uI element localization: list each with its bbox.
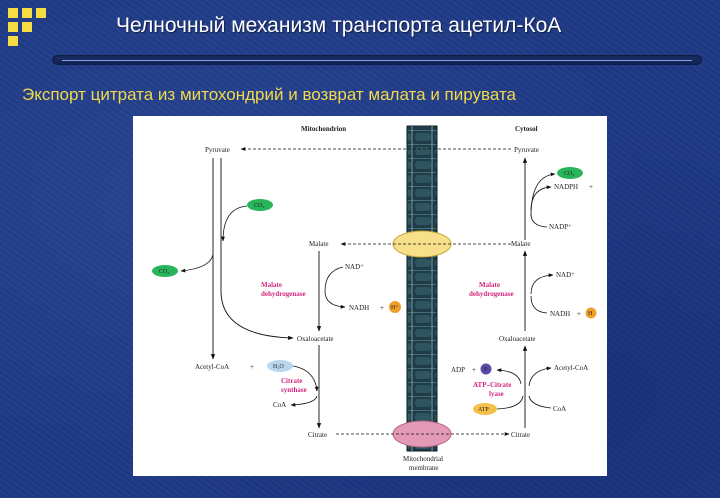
mito-enzyme-md-2: dehydrogenase (261, 290, 306, 298)
mito-malate: Malate (309, 240, 328, 248)
cyto-co2: CO₂ (564, 171, 574, 177)
cyto-co2-badge (557, 167, 583, 179)
title-divider (52, 55, 702, 65)
mito-h2o-badge (267, 360, 293, 372)
logo-squares (8, 8, 70, 46)
malate-transporter (392, 230, 452, 258)
cyto-pyruvate: Pyruvate (514, 146, 539, 154)
mito-h2o: H₂O (273, 364, 284, 370)
mito-acetyl-coa: Acetyl-CoA (195, 363, 229, 371)
cyto-enzyme-acl-1: ATP–Citrate (473, 381, 511, 389)
cyto-coa: CoA (553, 405, 566, 413)
cyto-nad: NAD⁺ (556, 271, 575, 279)
cyto-oxaloacetate: Oxaloacetate (499, 335, 536, 343)
cyto-atp-badge (473, 403, 497, 415)
citrate-shuttle-diagram: Mitochondrion Cytosol Mitochondrial memb… (152, 125, 597, 472)
cyto-malate: Malate (511, 240, 530, 248)
cyto-pi-badge (480, 363, 492, 375)
mito-co2-left: CO₂ (159, 269, 169, 275)
mito-co2-top: CO₂ (254, 203, 264, 209)
cyto-h: H (588, 311, 593, 317)
cyto-nadph: NADPH (554, 183, 578, 191)
label-membrane-1: Mitochondrial (403, 455, 443, 463)
mito-nad: NAD⁺ (345, 263, 364, 271)
cyto-citrate: Citrate (511, 431, 530, 439)
mito-coa: CoA (273, 401, 286, 409)
cyto-enzyme-md-1: Malate (479, 281, 500, 289)
cyto-proton-badge (585, 307, 597, 319)
mito-oxaloacetate: Oxaloacetate (297, 335, 334, 343)
cyto-plus-nadph: + (589, 183, 593, 191)
cyto-plus-nadh: + (577, 310, 581, 318)
cyto-pi: P (484, 367, 488, 373)
label-cytosol: Cytosol (515, 125, 538, 133)
mito-h: H⁺ (391, 304, 399, 311)
mito-plus1: + (380, 304, 384, 312)
cyto-adp: ADP (451, 366, 465, 374)
mito-proton-badge (389, 301, 401, 313)
mitochondrial-membrane (406, 125, 438, 452)
mito-enzyme-cs-2: synthase (281, 386, 307, 394)
slide-subtitle: Экспорт цитрата из митохондрий и возврат… (22, 85, 516, 104)
mito-enzyme-md-1: Malate (261, 281, 282, 289)
cyto-nadp: NADP⁺ (549, 223, 572, 231)
mito-plus2: + (250, 363, 254, 371)
cyto-nadh: NADH (550, 310, 570, 318)
label-mitochondrion: Mitochondrion (301, 125, 346, 133)
diagram-figure: Mitochondrion Cytosol Mitochondrial memb… (133, 116, 607, 476)
mito-nadh: NADH (349, 304, 369, 312)
cyto-plus-adp: + (472, 366, 476, 374)
mito-co2-badge (247, 199, 273, 211)
mito-enzyme-cs-1: Citrate (281, 377, 302, 385)
mito-co2-left-badge (152, 265, 178, 277)
mito-citrate: Citrate (308, 431, 327, 439)
cyto-atp: ATP (478, 407, 489, 413)
label-membrane-2: membrane (409, 464, 439, 472)
cyto-enzyme-md-2: dehydrogenase (469, 290, 514, 298)
mito-pyruvate: Pyruvate (205, 146, 230, 154)
slide-title: Челночный механизм транспорта ацетил-КоА (116, 14, 562, 37)
cyto-enzyme-acl-2: lyase (489, 390, 504, 398)
cyto-acetyl-coa: Acetyl-CoA (554, 364, 588, 372)
